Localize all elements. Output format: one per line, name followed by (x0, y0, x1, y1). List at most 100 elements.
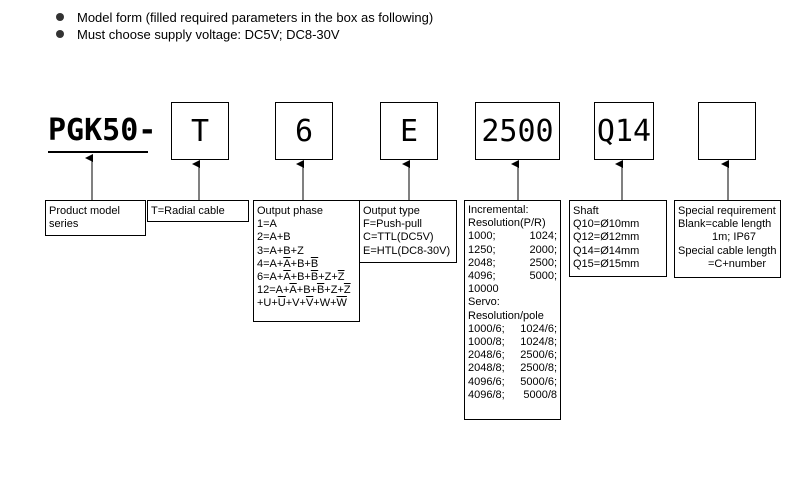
desc-shaft: Shaft Q10=Ø10mm Q12=Ø12mm Q14=Ø14mm Q15=… (569, 200, 667, 277)
resolution-head: Incremental: (468, 204, 529, 216)
desc-special: Special requirement Blank=cable length 1… (674, 200, 781, 278)
output-type-line: E=HTL(DC8-30V) (363, 244, 451, 257)
servo-row: 1000/6; 1024/6; (468, 323, 557, 336)
phase-seg: 4=A+ (257, 257, 284, 270)
code-box-phase: 6 (275, 102, 333, 160)
shaft-line: Q15=Ø15mm (573, 257, 640, 270)
resolution-value: 2048; (468, 256, 496, 269)
shaft-line: Q10=Ø10mm (573, 218, 640, 231)
servo-row: 4096/8; 5000/8 (468, 389, 557, 402)
desc-resolution: Incremental: Resolution(P/R) 1000;1024; … (464, 200, 561, 420)
resolution-servo-head: Servo: (468, 296, 500, 309)
resolution-row: 4096; 5000; (468, 270, 557, 283)
desc-output-phase: Output phase 1=A 2=A+B 3=A+B+Z 4=A+A+B+B… (253, 200, 360, 322)
servo-value: 1024/6; (520, 322, 557, 335)
phase-seg-inverted: Z (343, 284, 351, 297)
phase-seg-inverted: W (336, 297, 347, 310)
resolution-row: 1000; 1024; (468, 230, 557, 243)
phase-seg-inverted: B (310, 271, 319, 284)
servo-value: 1000/6; (468, 322, 505, 335)
phase-line: 4=A+A+B+B (257, 258, 356, 271)
output-type-line: C=TTL(DC5V) (363, 231, 434, 244)
desc-product-line: Product model (49, 205, 120, 217)
phase-seg: 12=A+ (257, 284, 290, 297)
bullet-dot-icon (56, 30, 64, 38)
resolution-value: 1024; (529, 230, 557, 243)
resolution-value: 5000; (529, 270, 557, 283)
phase-line: 6=A+A+B+B+Z+Z (257, 271, 356, 284)
phase-seg: +B+ (296, 284, 317, 297)
desc-output-type: Output type F=Push-pull C=TTL(DC5V) E=HT… (359, 200, 457, 263)
servo-value: 2500/6; (520, 349, 557, 362)
phase-seg-inverted: B (316, 284, 325, 297)
resolution-row: 2048; 2500; (468, 257, 557, 270)
servo-value: 2048/8; (468, 362, 505, 375)
servo-row: 1000/8;1024/8; (468, 336, 557, 349)
bullet-text: Model form (filled required parameters i… (77, 10, 434, 25)
code-box-shaft: Q14 (594, 102, 654, 160)
resolution-head: Resolution(P/R) (468, 217, 546, 230)
code-box-resolution: 2500 (475, 102, 560, 160)
desc-product-line: series (49, 218, 79, 231)
phase-seg: +B+ (290, 257, 311, 270)
output-type-line: F=Push-pull (363, 218, 423, 231)
bullet-supply-voltage: Must choose supply voltage: DC5V; DC8-30… (56, 27, 340, 43)
servo-value: 5000/6; (520, 375, 557, 388)
phase-seg: +W+ (313, 297, 337, 310)
shaft-title: Shaft (573, 205, 599, 217)
resolution-value: 2500; (529, 256, 557, 269)
resolution-value: 1250; (468, 243, 496, 256)
phase-title: Output phase (257, 205, 324, 217)
phase-seg: +Z+ (318, 271, 338, 284)
output-type-title: Output type (363, 205, 420, 217)
phase-seg-inverted: U (277, 297, 286, 310)
phase-line: 3=A+B+Z (257, 244, 304, 257)
phase-line: 12=A+A+B+B+Z+Z (257, 284, 356, 297)
servo-value: 4096/8; (468, 388, 505, 401)
phase-seg-inverted: Z (337, 271, 345, 284)
special-line: Blank=cable length (678, 218, 772, 231)
servo-row: 2048/8; 2500/8; (468, 362, 557, 375)
shaft-line: Q14=Ø14mm (573, 244, 640, 257)
phase-line: 2=A+B (257, 231, 291, 244)
resolution-row: 1250; 2000; (468, 244, 557, 257)
servo-row: 2048/6; 2500/6; (468, 349, 557, 362)
model-prefix: PGK50- (48, 113, 157, 148)
resolution-value: 2000; (529, 243, 557, 256)
code-box-output-type: E (380, 102, 438, 160)
bullet-dot-icon (56, 13, 64, 21)
phase-line: +U+U+V+V+W+W (257, 297, 356, 310)
resolution-value: 1000; (468, 230, 496, 243)
special-line: Special cable length (678, 244, 777, 257)
resolution-value: 4096; (468, 270, 496, 283)
shaft-line: Q12=Ø12mm (573, 231, 640, 244)
phase-line: 1=A (257, 218, 277, 231)
servo-value: 2048/6; (468, 349, 505, 362)
desc-cable-line: T=Radial cable (151, 205, 225, 217)
servo-value: 1024/8; (520, 336, 557, 349)
special-title: Special requirement (678, 205, 776, 217)
phase-seg: +B+ (290, 271, 311, 284)
servo-value: 5000/8 (523, 388, 557, 401)
bullet-model-form: Model form (filled required parameters i… (56, 10, 433, 26)
phase-seg: +Z+ (324, 284, 344, 297)
phase-seg: +V+ (285, 297, 306, 310)
model-prefix-underline (48, 151, 148, 153)
bullet-text: Must choose supply voltage: DC5V; DC8-30… (77, 27, 340, 42)
phase-seg-inverted: V (305, 297, 314, 310)
desc-cable: T=Radial cable (147, 200, 249, 222)
phase-seg: 6=A+ (257, 271, 284, 284)
resolution-value: 10000 (468, 283, 499, 296)
phase-seg: +U+ (257, 297, 278, 310)
resolution-servo-head: Resolution/pole (468, 309, 544, 322)
special-line: =C+number (708, 257, 767, 270)
phase-seg-inverted: A (283, 257, 291, 270)
phase-seg-inverted: A (283, 271, 291, 284)
servo-value: 2500/8; (520, 362, 557, 375)
desc-product-model: Product model series (45, 200, 146, 236)
special-line: 1m; IP67 (712, 231, 757, 244)
code-box-cable: T (171, 102, 229, 160)
phase-seg-inverted: B (310, 257, 319, 270)
code-box-special (698, 102, 756, 160)
